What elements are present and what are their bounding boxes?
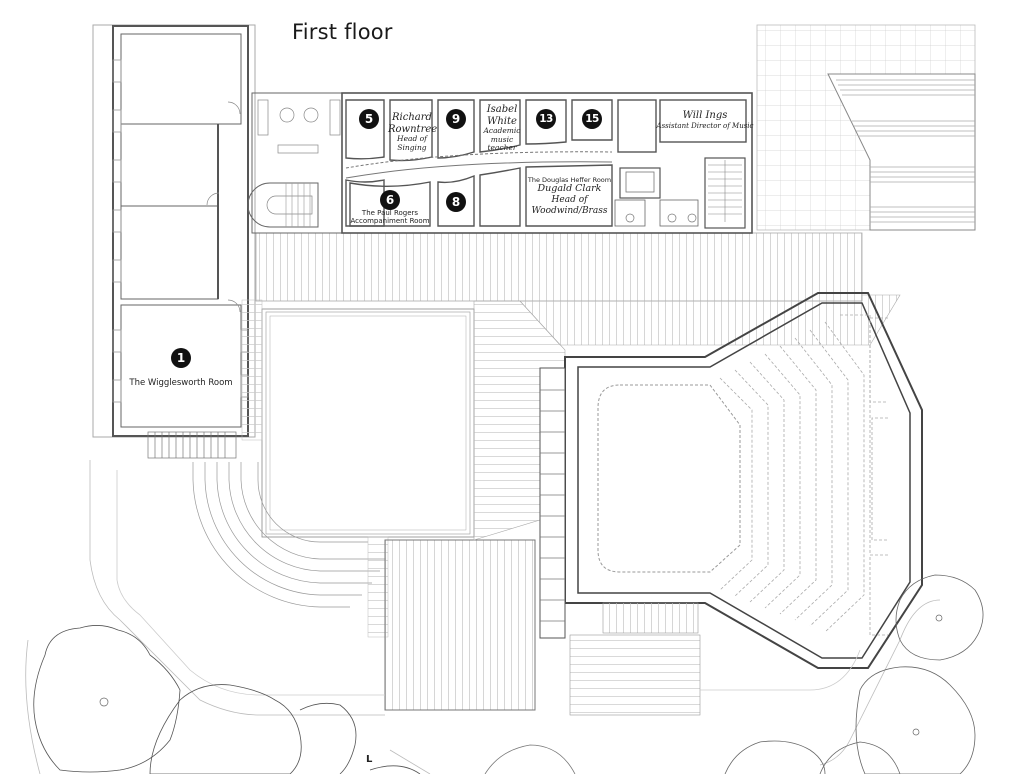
- corner-mark: L: [366, 754, 373, 765]
- occupant-role: Head of Woodwind/Brass: [531, 195, 608, 216]
- room-label-richard-rowntree: Richard Rowntree Head of Singing: [388, 112, 438, 152]
- room-number-badge-13: 13: [536, 109, 556, 129]
- room-number-badge-5: 5: [359, 109, 379, 129]
- courtyard: [192, 299, 566, 711]
- terrace-grid-area: [756, 24, 976, 231]
- occupant-role: Academic music: [483, 126, 521, 144]
- occupant-name: Dugald Clark: [537, 183, 602, 195]
- room-number-badge-9: 9: [446, 109, 466, 129]
- occupant-role: Singing: [397, 142, 427, 152]
- office-block: [247, 92, 753, 234]
- occupant-name: Rowntree: [388, 123, 438, 135]
- room-label-will-ings: Will Ings Assistant Director of Music: [655, 110, 755, 130]
- auditorium: [539, 292, 923, 716]
- room-name: The Paul Rogers: [361, 209, 419, 217]
- occupant-role: Assistant Director of Music: [656, 121, 754, 130]
- occupant-role: Head of: [397, 134, 427, 143]
- occupant-role: teacher: [487, 143, 517, 153]
- room-name: The Douglas Heffer Room: [527, 176, 612, 184]
- room-number-badge: 1: [171, 348, 191, 368]
- landscape: [25, 460, 984, 774]
- room-label-douglas-heffer: The Douglas Heffer Room Dugald Clark Hea…: [522, 176, 617, 216]
- occupant-name: Richard: [392, 112, 432, 123]
- room-name: The Wigglesworth Room: [129, 378, 233, 388]
- room-name: Accompaniment Room: [350, 217, 430, 226]
- occupant-name: White: [487, 115, 517, 127]
- room-label: The Wigglesworth Room: [116, 371, 246, 389]
- occupant-name: Isabel: [486, 104, 518, 115]
- room-number-badge-8: 8: [446, 192, 466, 212]
- room-wigglesworth: 1 The Wigglesworth Room: [121, 340, 241, 400]
- page-title: First floor: [292, 20, 393, 44]
- walkway-striped: [255, 232, 901, 346]
- room-number-badge-6: 6: [380, 190, 400, 210]
- room-label-paul-rogers: The Paul Rogers Accompaniment Room: [345, 209, 435, 225]
- west-wing: [92, 24, 256, 459]
- room-number-badge-15: 15: [582, 109, 602, 129]
- room-label-isabel-white: Isabel White Academic music teacher: [474, 104, 530, 153]
- occupant-name: Will Ings: [682, 110, 728, 121]
